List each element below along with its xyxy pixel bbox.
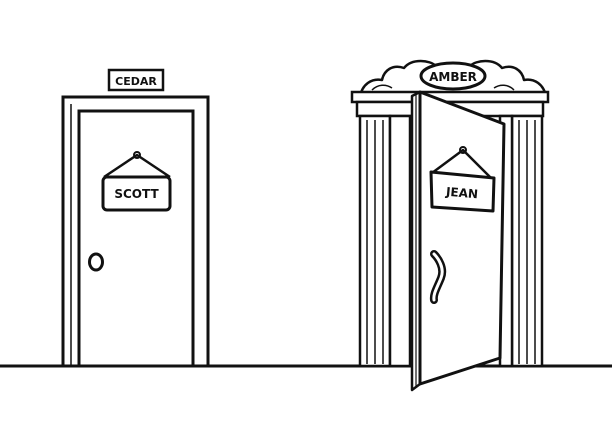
amber-plaque-text: AMBER xyxy=(429,70,477,84)
jean-door-sign: JEAN xyxy=(429,146,496,213)
right-door-slab xyxy=(410,90,506,392)
left-door-knob[interactable] xyxy=(88,252,104,272)
scott-door-sign: SCOTT xyxy=(101,151,172,212)
scott-sign-text: SCOTT xyxy=(114,187,159,201)
cedar-plaque: CEDAR xyxy=(107,68,165,92)
cedar-plaque-text: CEDAR xyxy=(115,75,157,88)
right-door[interactable]: AMBER J xyxy=(350,59,550,392)
left-door[interactable]: CEDAR SCOTT xyxy=(61,68,210,368)
right-column xyxy=(498,114,544,368)
jean-sign-text: JEAN xyxy=(444,185,478,202)
left-door-slab xyxy=(77,109,195,368)
amber-crest: AMBER xyxy=(350,59,550,104)
left-column xyxy=(358,114,412,368)
